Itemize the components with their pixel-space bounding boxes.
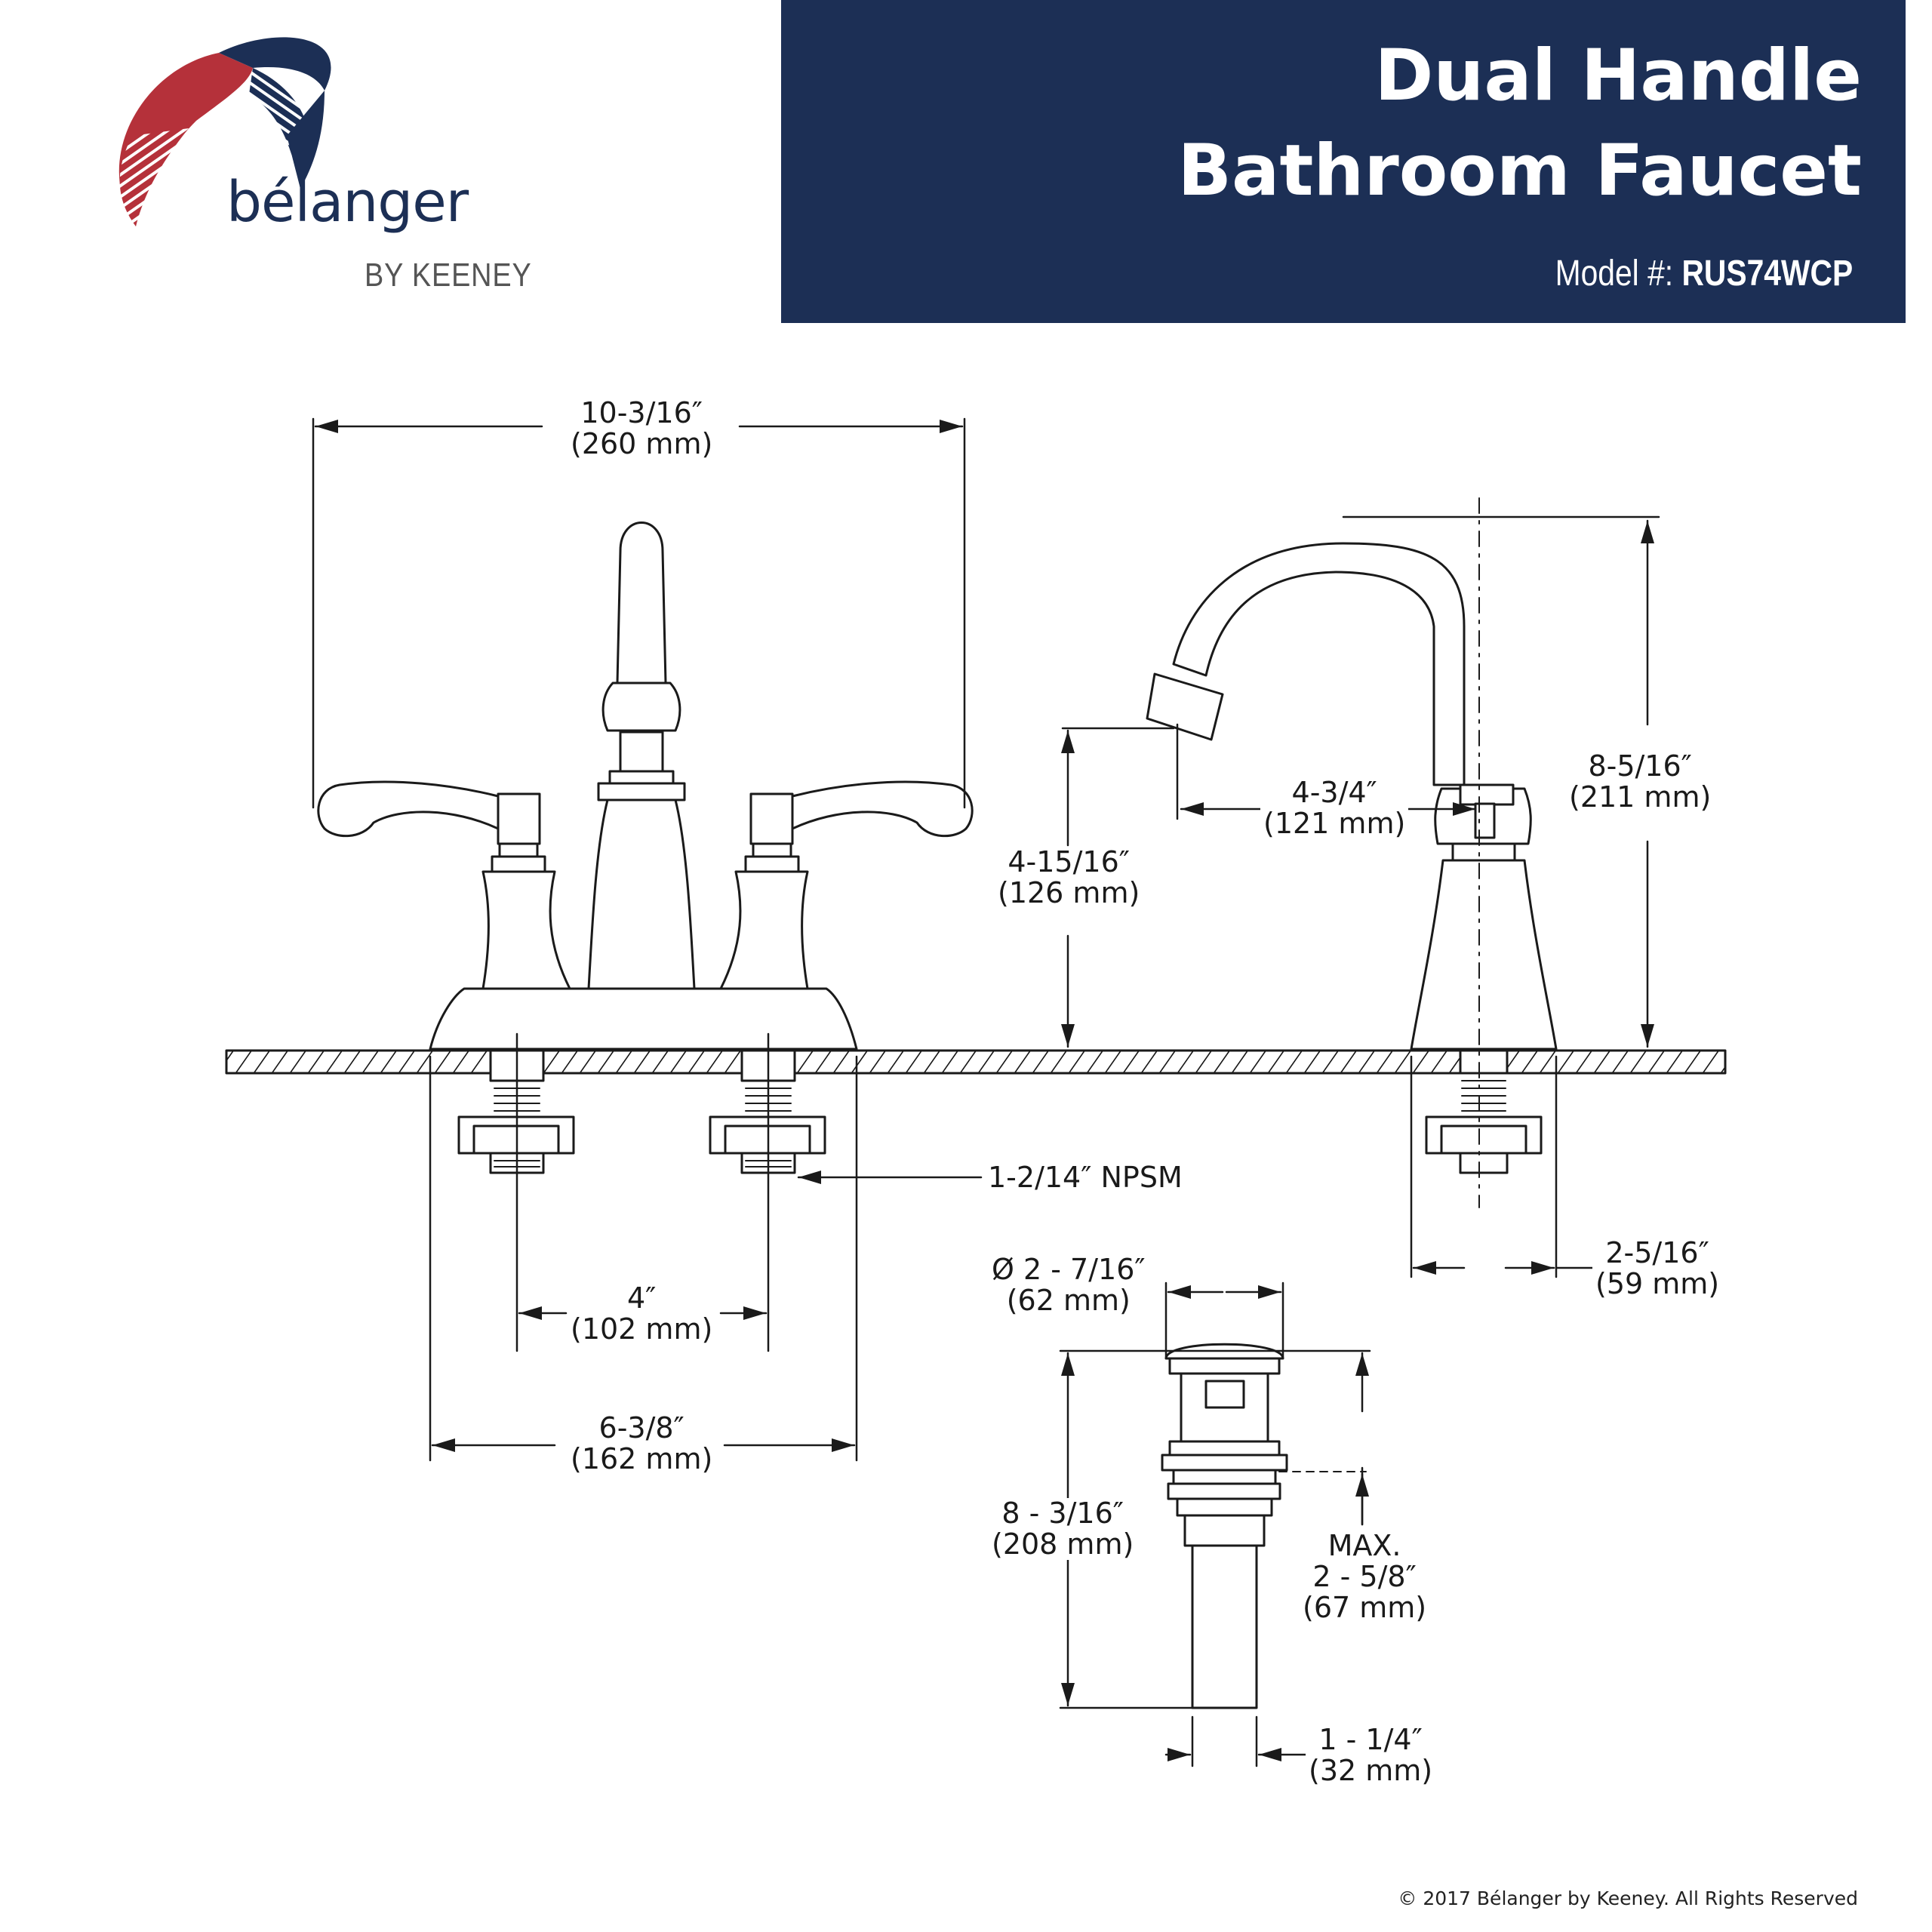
- copyright-notice: © 2017 Bélanger by Keeney. All Rights Re…: [1398, 1887, 1858, 1909]
- dim-overall-width: 10-3/16″ (260 mm): [568, 396, 716, 460]
- dim-drain-length-in: 8 - 3/16″: [1001, 1497, 1124, 1530]
- dim-drain-max: MAX. 2 - 5/8″ (67 mm): [1300, 1529, 1430, 1624]
- title-panel: Dual Handle Bathroom Faucet Model #: RUS…: [781, 0, 1906, 323]
- dim-overall-height-in: 8-5/16″: [1588, 749, 1692, 783]
- title-line-2: Bathroom Faucet: [1177, 130, 1862, 212]
- dim-spout-height-in: 4-15/16″: [1008, 845, 1130, 878]
- dim-base-width: 6-3/8″ (162 mm): [568, 1411, 716, 1475]
- brand-wordmark: bélanger: [226, 170, 469, 235]
- model-number: Model #: RUS74WCP: [1555, 253, 1853, 294]
- dim-thread-label: 1-2/14″ NPSM: [988, 1161, 1183, 1194]
- dim-base-width-in: 6-3/8″: [598, 1411, 685, 1444]
- dim-thread: 1-2/14″ NPSM: [985, 1162, 1186, 1193]
- dim-spout-reach-mm: (121 mm): [1263, 807, 1406, 840]
- dim-drain-length-mm: (208 mm): [992, 1527, 1134, 1561]
- dim-base-depth: 2-5/16″ (59 mm): [1592, 1236, 1723, 1300]
- model-value: RUS74WCP: [1681, 254, 1853, 294]
- dim-drain-tail-mm: (32 mm): [1309, 1754, 1433, 1787]
- dim-drain-max-mm: (67 mm): [1303, 1591, 1427, 1624]
- pop-up-drain: [1161, 1343, 1367, 1709]
- dim-drain-tail-in: 1 - 1/4″: [1318, 1723, 1423, 1756]
- dim-base-depth-in: 2-5/16″: [1605, 1236, 1709, 1269]
- dim-drain-max-label: MAX.: [1327, 1529, 1401, 1562]
- dim-drain-length: 8 - 3/16″ (208 mm): [989, 1498, 1137, 1560]
- dim-centers-in: 4″: [626, 1281, 657, 1315]
- title-line-1: Dual Handle: [1374, 35, 1862, 117]
- dim-overall-width-mm: (260 mm): [571, 427, 713, 460]
- dim-centers-mm: (102 mm): [571, 1312, 713, 1346]
- dim-spout-height-mm: (126 mm): [998, 876, 1140, 909]
- dim-drain-diameter: Ø 2 - 7/16″ (62 mm): [989, 1254, 1149, 1316]
- model-label: Model #:: [1555, 254, 1673, 294]
- dim-overall-height: 8-5/16″ (211 mm): [1566, 749, 1715, 814]
- dim-spout-reach-in: 4-3/4″: [1291, 776, 1377, 809]
- dim-overall-width-in: 10-3/16″: [580, 396, 703, 429]
- dim-drain-diameter-in: Ø 2 - 7/16″: [992, 1253, 1146, 1286]
- dim-base-width-mm: (162 mm): [571, 1442, 713, 1475]
- dimension-lines: [312, 417, 1660, 1767]
- dim-drain-tail: 1 - 1/4″ (32 mm): [1306, 1723, 1436, 1787]
- brand-subtitle: BY KEENEY: [365, 257, 532, 294]
- dim-drain-max-in: 2 - 5/8″: [1312, 1560, 1417, 1593]
- dim-base-depth-mm: (59 mm): [1595, 1267, 1720, 1300]
- faucet-side-view: [1146, 497, 1558, 1208]
- faucet-front-view: [317, 521, 974, 1174]
- logo-swoosh-icon: [118, 37, 331, 226]
- dim-drain-diameter-mm: (62 mm): [1006, 1284, 1131, 1317]
- dim-spout-reach: 4-3/4″ (121 mm): [1260, 776, 1409, 840]
- dim-overall-height-mm: (211 mm): [1569, 780, 1712, 814]
- dim-centers: 4″ (102 mm): [568, 1281, 716, 1346]
- dim-spout-height: 4-15/16″ (126 mm): [995, 847, 1143, 909]
